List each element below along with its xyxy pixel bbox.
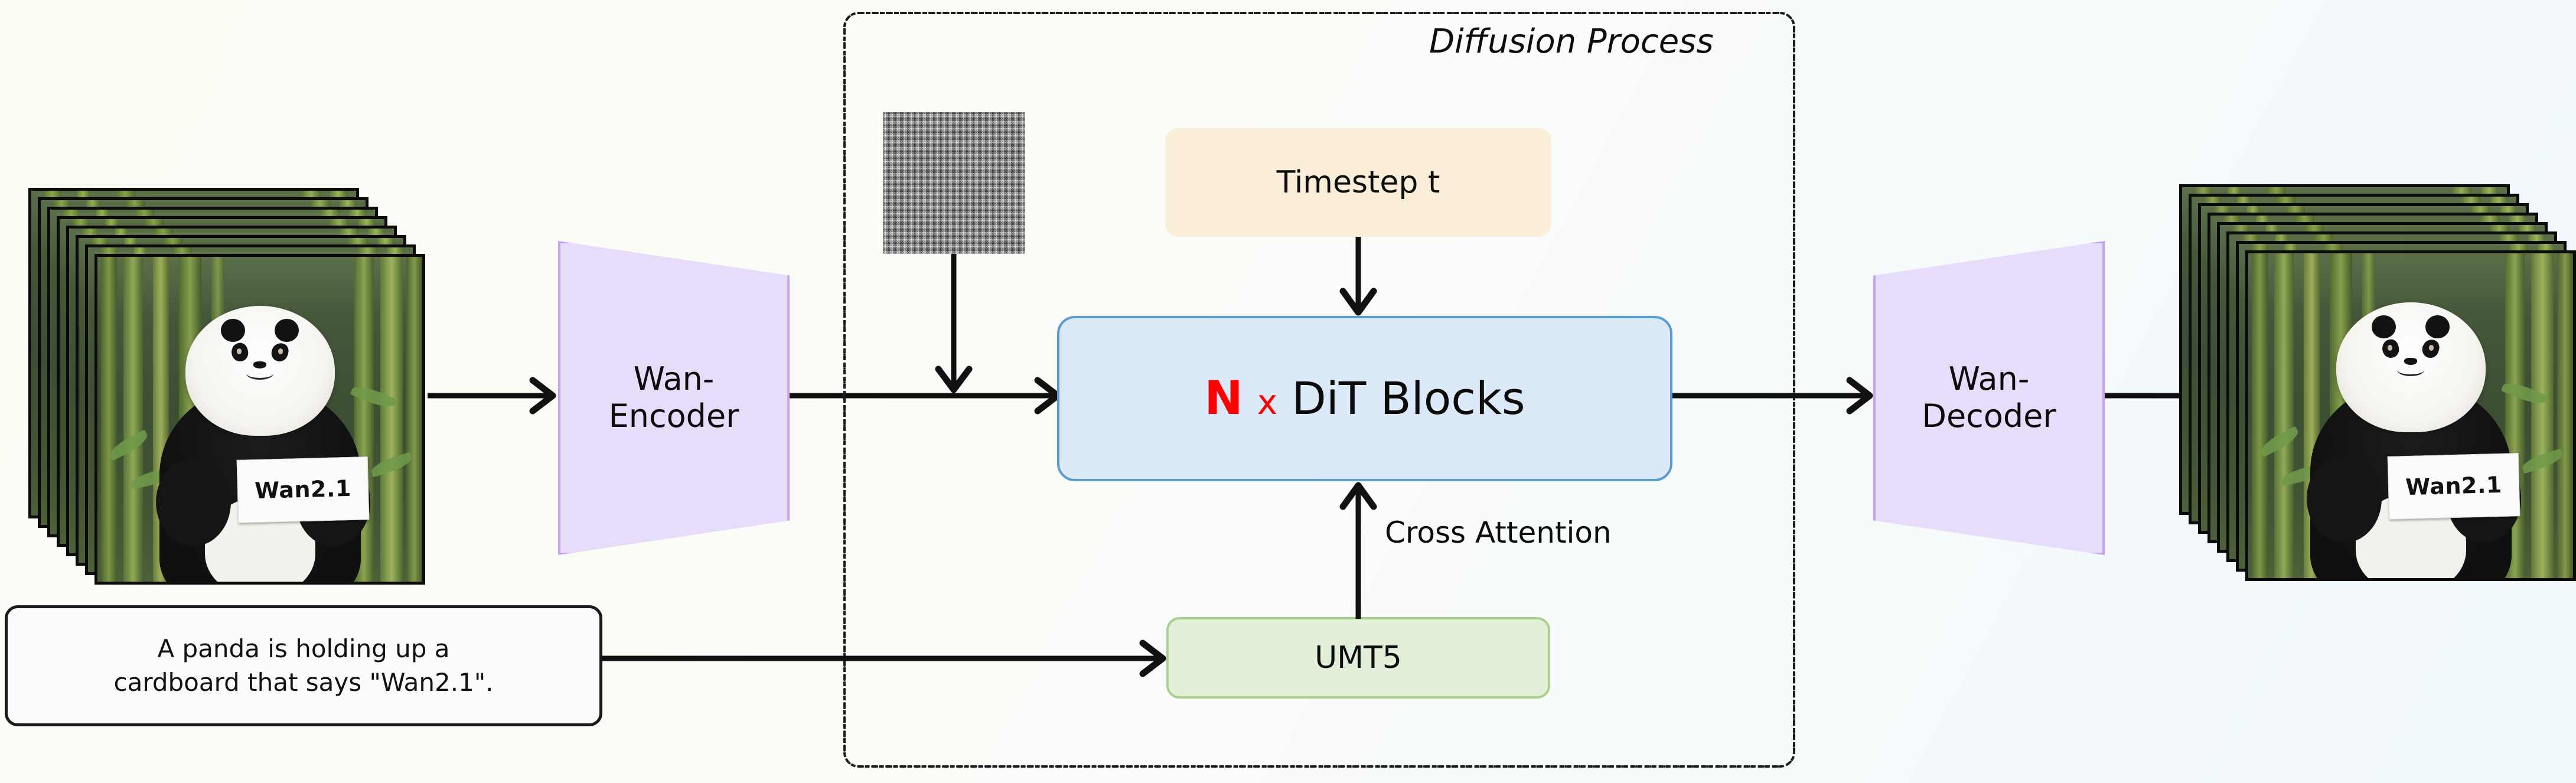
panda-pupil-left bbox=[236, 348, 242, 354]
noise-latent-patch bbox=[883, 112, 1025, 254]
panda-ear-left bbox=[221, 318, 245, 342]
panda-muzzle bbox=[2397, 364, 2424, 376]
panda-muzzle bbox=[246, 367, 273, 380]
dit-multiply-sign: x bbox=[1257, 382, 1278, 422]
arrow-cross-attention bbox=[1339, 482, 1377, 619]
arrow-noise-to-latent bbox=[935, 254, 973, 393]
panda-arm-left bbox=[2307, 455, 2382, 543]
dit-blocks-label: N x DiT Blocks bbox=[1204, 372, 1525, 425]
panda-sign-text: Wan2.1 bbox=[2405, 472, 2502, 501]
video-frame-front: Wan2.1 bbox=[2245, 250, 2576, 581]
panda-scene: Wan2.1 bbox=[97, 257, 422, 582]
timestep-label: Timestep t bbox=[1276, 165, 1440, 200]
diffusion-process-label: Diffusion Process bbox=[1429, 22, 1714, 61]
umt5-label: UMT5 bbox=[1315, 640, 1402, 676]
panda-ear-right bbox=[275, 318, 299, 342]
arrow-timestep-to-dit bbox=[1339, 237, 1377, 316]
panda-ear-left bbox=[2372, 315, 2396, 339]
panda-pupil-left bbox=[2387, 345, 2393, 351]
video-frame-front: Wan2.1 bbox=[94, 254, 425, 585]
wan-decoder-block[interactable]: Wan- Decoder bbox=[1873, 241, 2105, 555]
input-video-frames: Wan2.1 bbox=[28, 188, 425, 587]
panda-scene: Wan2.1 bbox=[2248, 253, 2573, 578]
prompt-line-2: cardboard that says "Wan2.1". bbox=[113, 667, 494, 697]
panda-arm-left bbox=[156, 458, 231, 546]
wan-encoder-label: Wan- Encoder bbox=[608, 360, 739, 435]
panda-head bbox=[185, 305, 335, 436]
wan-decoder-label: Wan- Decoder bbox=[1922, 360, 2056, 435]
arrow-dit-to-decoder bbox=[1672, 377, 1873, 415]
umt5-box[interactable]: UMT5 bbox=[1166, 617, 1550, 699]
diffusion-process-container bbox=[843, 12, 1795, 768]
arrow-input-to-encoder bbox=[428, 377, 556, 415]
panda-pupil-right bbox=[278, 348, 283, 354]
timestep-box[interactable]: Timestep t bbox=[1165, 128, 1551, 237]
wan-encoder-block[interactable]: Wan- Encoder bbox=[558, 241, 790, 555]
prompt-line-1: A panda is holding up a bbox=[157, 634, 450, 663]
cross-attention-label: Cross Attention bbox=[1385, 516, 1612, 550]
panda-sign: Wan2.1 bbox=[2387, 453, 2520, 520]
panda-sign-text: Wan2.1 bbox=[254, 475, 351, 504]
prompt-text: A panda is holding up a cardboard that s… bbox=[114, 632, 494, 699]
panda-ear-right bbox=[2425, 315, 2450, 339]
dit-blocks-text: DiT Blocks bbox=[1292, 372, 1525, 425]
panda-sign: Wan2.1 bbox=[236, 456, 369, 523]
dit-blocks-box[interactable]: N x DiT Blocks bbox=[1057, 316, 1672, 481]
prompt-text-box[interactable]: A panda is holding up a cardboard that s… bbox=[5, 605, 602, 726]
panda-pupil-right bbox=[2428, 345, 2434, 351]
dit-repeat-count: N bbox=[1204, 372, 1243, 425]
output-video-frames: Wan2.1 bbox=[2179, 184, 2576, 583]
arrow-prompt-to-umt5 bbox=[602, 640, 1166, 677]
panda-head bbox=[2336, 302, 2486, 432]
